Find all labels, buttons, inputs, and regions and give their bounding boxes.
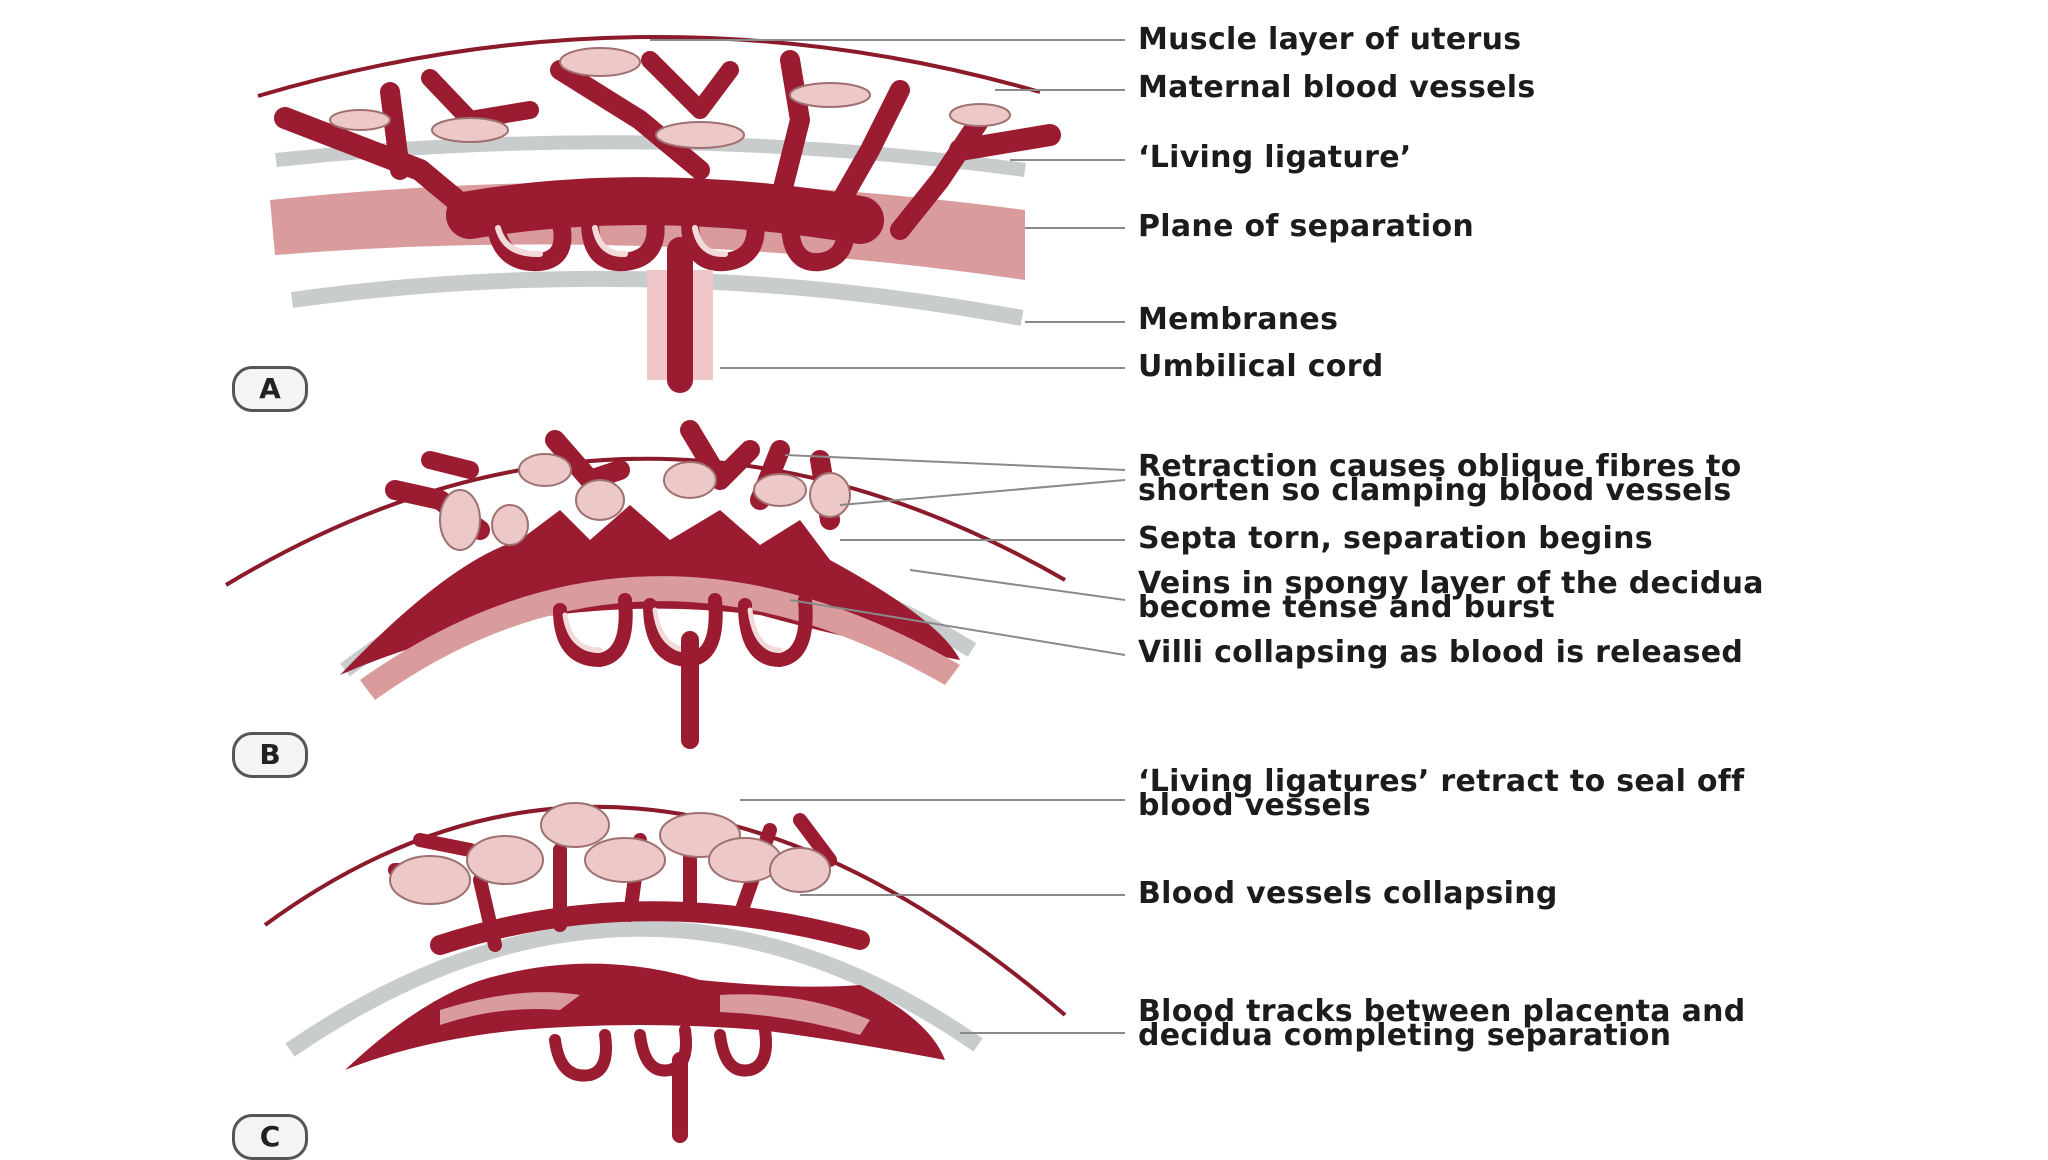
panel-a-leader-lines — [650, 39, 1125, 369]
panel-c-living-ligatures — [389, 802, 831, 905]
panel-a-living-ligatures — [329, 47, 1011, 149]
label-living-ligatures-retract: ‘Living ligatures’ retract to seal off b… — [1138, 764, 1745, 823]
label-retraction: Retraction causes oblique fibres to shor… — [1138, 449, 1742, 508]
label-blood-tracks: Blood tracks between placenta and decidu… — [1138, 994, 1746, 1053]
panel-a-illustration — [257, 34, 1061, 393]
panel-b-ligatures — [439, 453, 851, 551]
panel-b-illustration — [224, 420, 1066, 749]
panel-c-leader-lines — [740, 799, 1125, 1034]
panel-c-membrane — [285, 920, 983, 1057]
panel-c-letter: C — [232, 1114, 308, 1160]
panel-c-uterus-arc — [263, 804, 1067, 1017]
label-living-ligature: ‘Living ligature’ — [1138, 140, 1412, 175]
panel-c-villi — [549, 1024, 772, 1082]
label-membranes: Membranes — [1138, 302, 1339, 337]
panel-a-uterus-arc — [257, 34, 1041, 98]
panel-c-illustration — [263, 802, 1067, 1143]
panel-c-blood-tracks — [440, 992, 870, 1035]
label-blood-vessels-collapsing: Blood vessels collapsing — [1138, 876, 1558, 911]
label-maternal-blood-vessels: Maternal blood vessels — [1138, 70, 1536, 105]
panel-a-maternal-vessels — [274, 50, 1061, 244]
panel-a-letter: A — [232, 366, 308, 412]
panel-c-retroplacental-clot — [345, 963, 945, 1070]
panel-b-leader-lines — [784, 454, 1126, 656]
label-plane-of-separation: Plane of separation — [1138, 209, 1475, 244]
label-umbilical-cord: Umbilical cord — [1138, 349, 1384, 384]
panel-b-uterus-arc — [224, 456, 1066, 587]
label-veins-burst: Veins in spongy layer of the decidua bec… — [1138, 566, 1764, 625]
label-septa-torn: Septa torn, separation begins — [1138, 521, 1653, 556]
label-muscle-layer: Muscle layer of uterus — [1138, 22, 1522, 57]
panel-a-villi — [486, 211, 855, 272]
label-villi-collapsing: Villi collapsing as blood is released — [1138, 635, 1744, 670]
panel-b-letter: B — [232, 732, 308, 778]
